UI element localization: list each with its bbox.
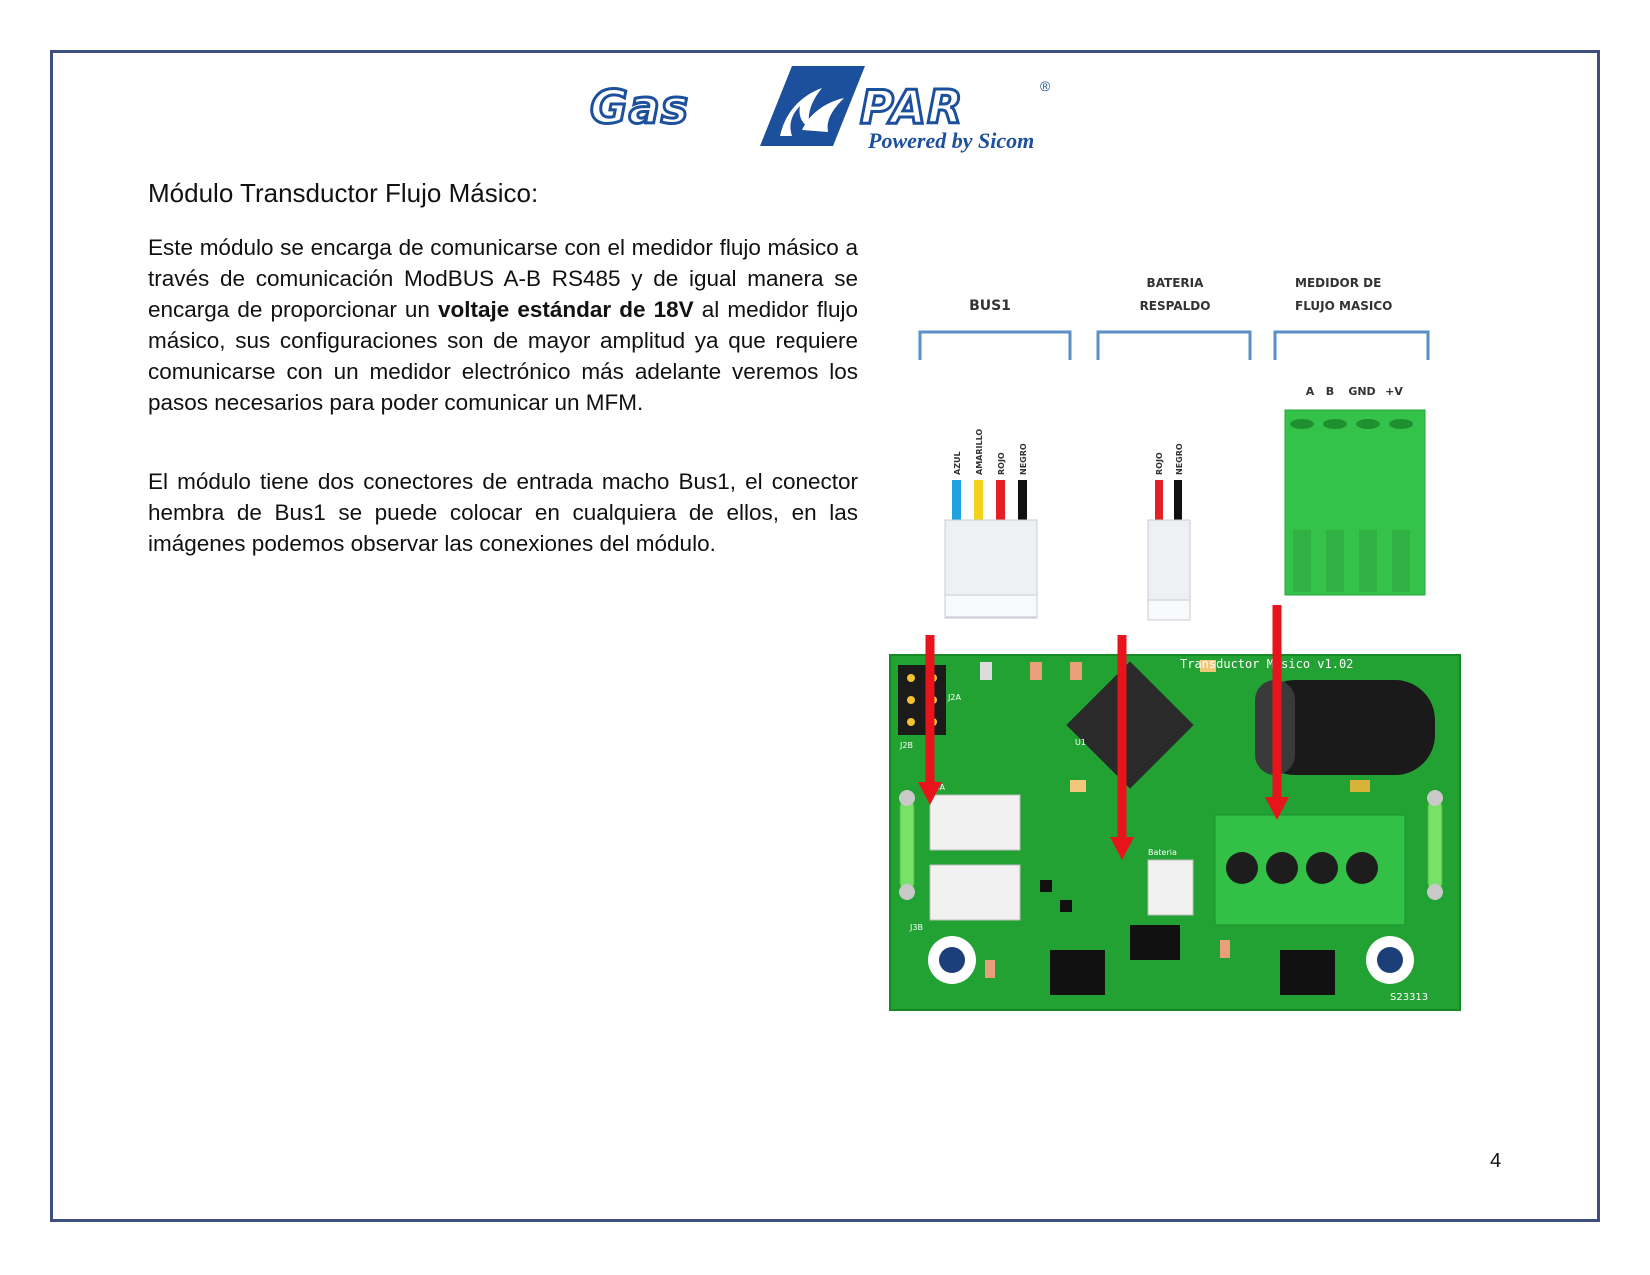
- silk-j2a: J2A: [947, 693, 961, 702]
- label-battery-line1: BATERIA: [1147, 276, 1205, 290]
- page-border: [50, 50, 1600, 1222]
- wire-label-battery-negro: NEGRO: [1175, 443, 1184, 475]
- battery-connector: ROJO NEGRO: [1147, 443, 1191, 621]
- meter-terminal-block: A B GND +V: [1284, 385, 1426, 596]
- paragraph-1-end: al medidor flujo másico, sus configuraci…: [148, 297, 858, 415]
- connection-diagram: BUS1 BATERIA RESPALDO MEDIDOR DE FLUJO M…: [889, 276, 1461, 1011]
- wire-label-negro: NEGRO: [1019, 443, 1028, 475]
- flame-logo-icon: [760, 66, 865, 146]
- bracket-meter: [1273, 330, 1430, 360]
- wire-label-amarillo: AMARILLO: [975, 429, 984, 475]
- pcb-board: Transductor Masico v1.02 S23313 J2B J2A …: [889, 654, 1461, 1011]
- section-title: Módulo Transductor Flujo Másico:: [148, 178, 539, 208]
- board-title: Transductor Masico v1.02: [1180, 657, 1353, 671]
- silk-u1: U1: [1075, 738, 1086, 747]
- wire-label-azul: AZUL: [953, 451, 962, 475]
- page-number: 4: [1490, 1150, 1502, 1172]
- wire-label-rojo: ROJO: [997, 452, 1006, 475]
- gaspar-logo: Gas PAR ® Powered by Sicom: [588, 58, 1060, 158]
- bracket-battery: [1096, 330, 1252, 360]
- pin-label-b: B: [1326, 385, 1334, 398]
- pin-label-a: A: [1306, 385, 1315, 398]
- silk-j3b: J3B: [909, 923, 923, 932]
- connection-arrows: [918, 605, 1289, 860]
- silk-bateria: Bateria: [1148, 848, 1177, 857]
- wire-label-battery-rojo: ROJO: [1155, 452, 1164, 475]
- paragraph-1: Este módulo se encarga de comunicarse co…: [148, 232, 858, 418]
- label-bus1: BUS1: [969, 298, 1011, 314]
- logo-word-par: PAR: [859, 79, 965, 136]
- silk-j2b: J2B: [899, 741, 913, 750]
- paragraph-1-start: Este módulo se encarga de comunicarse co…: [148, 235, 858, 322]
- label-meter-line1: MEDIDOR DE: [1295, 276, 1381, 290]
- pin-label-gnd: GND: [1348, 385, 1375, 398]
- bus1-connector: AZUL AMARILLO ROJO NEGRO: [944, 429, 1038, 619]
- paragraph-2: El módulo tiene dos conectores de entrad…: [148, 469, 858, 556]
- pin-label-v: +V: [1385, 385, 1403, 398]
- logo-tagline: Powered by Sicom: [868, 128, 1035, 153]
- board-id: S23313: [1390, 992, 1428, 1003]
- logo-word-gas: Gas: [588, 79, 690, 136]
- label-meter-line2: FLUJO MASICO: [1295, 299, 1392, 313]
- bracket-bus1: [918, 330, 1072, 360]
- paragraph-1-bold: voltaje estándar de 18V: [438, 297, 694, 322]
- label-battery-line2: RESPALDO: [1140, 299, 1211, 313]
- registered-mark: ®: [1040, 78, 1051, 94]
